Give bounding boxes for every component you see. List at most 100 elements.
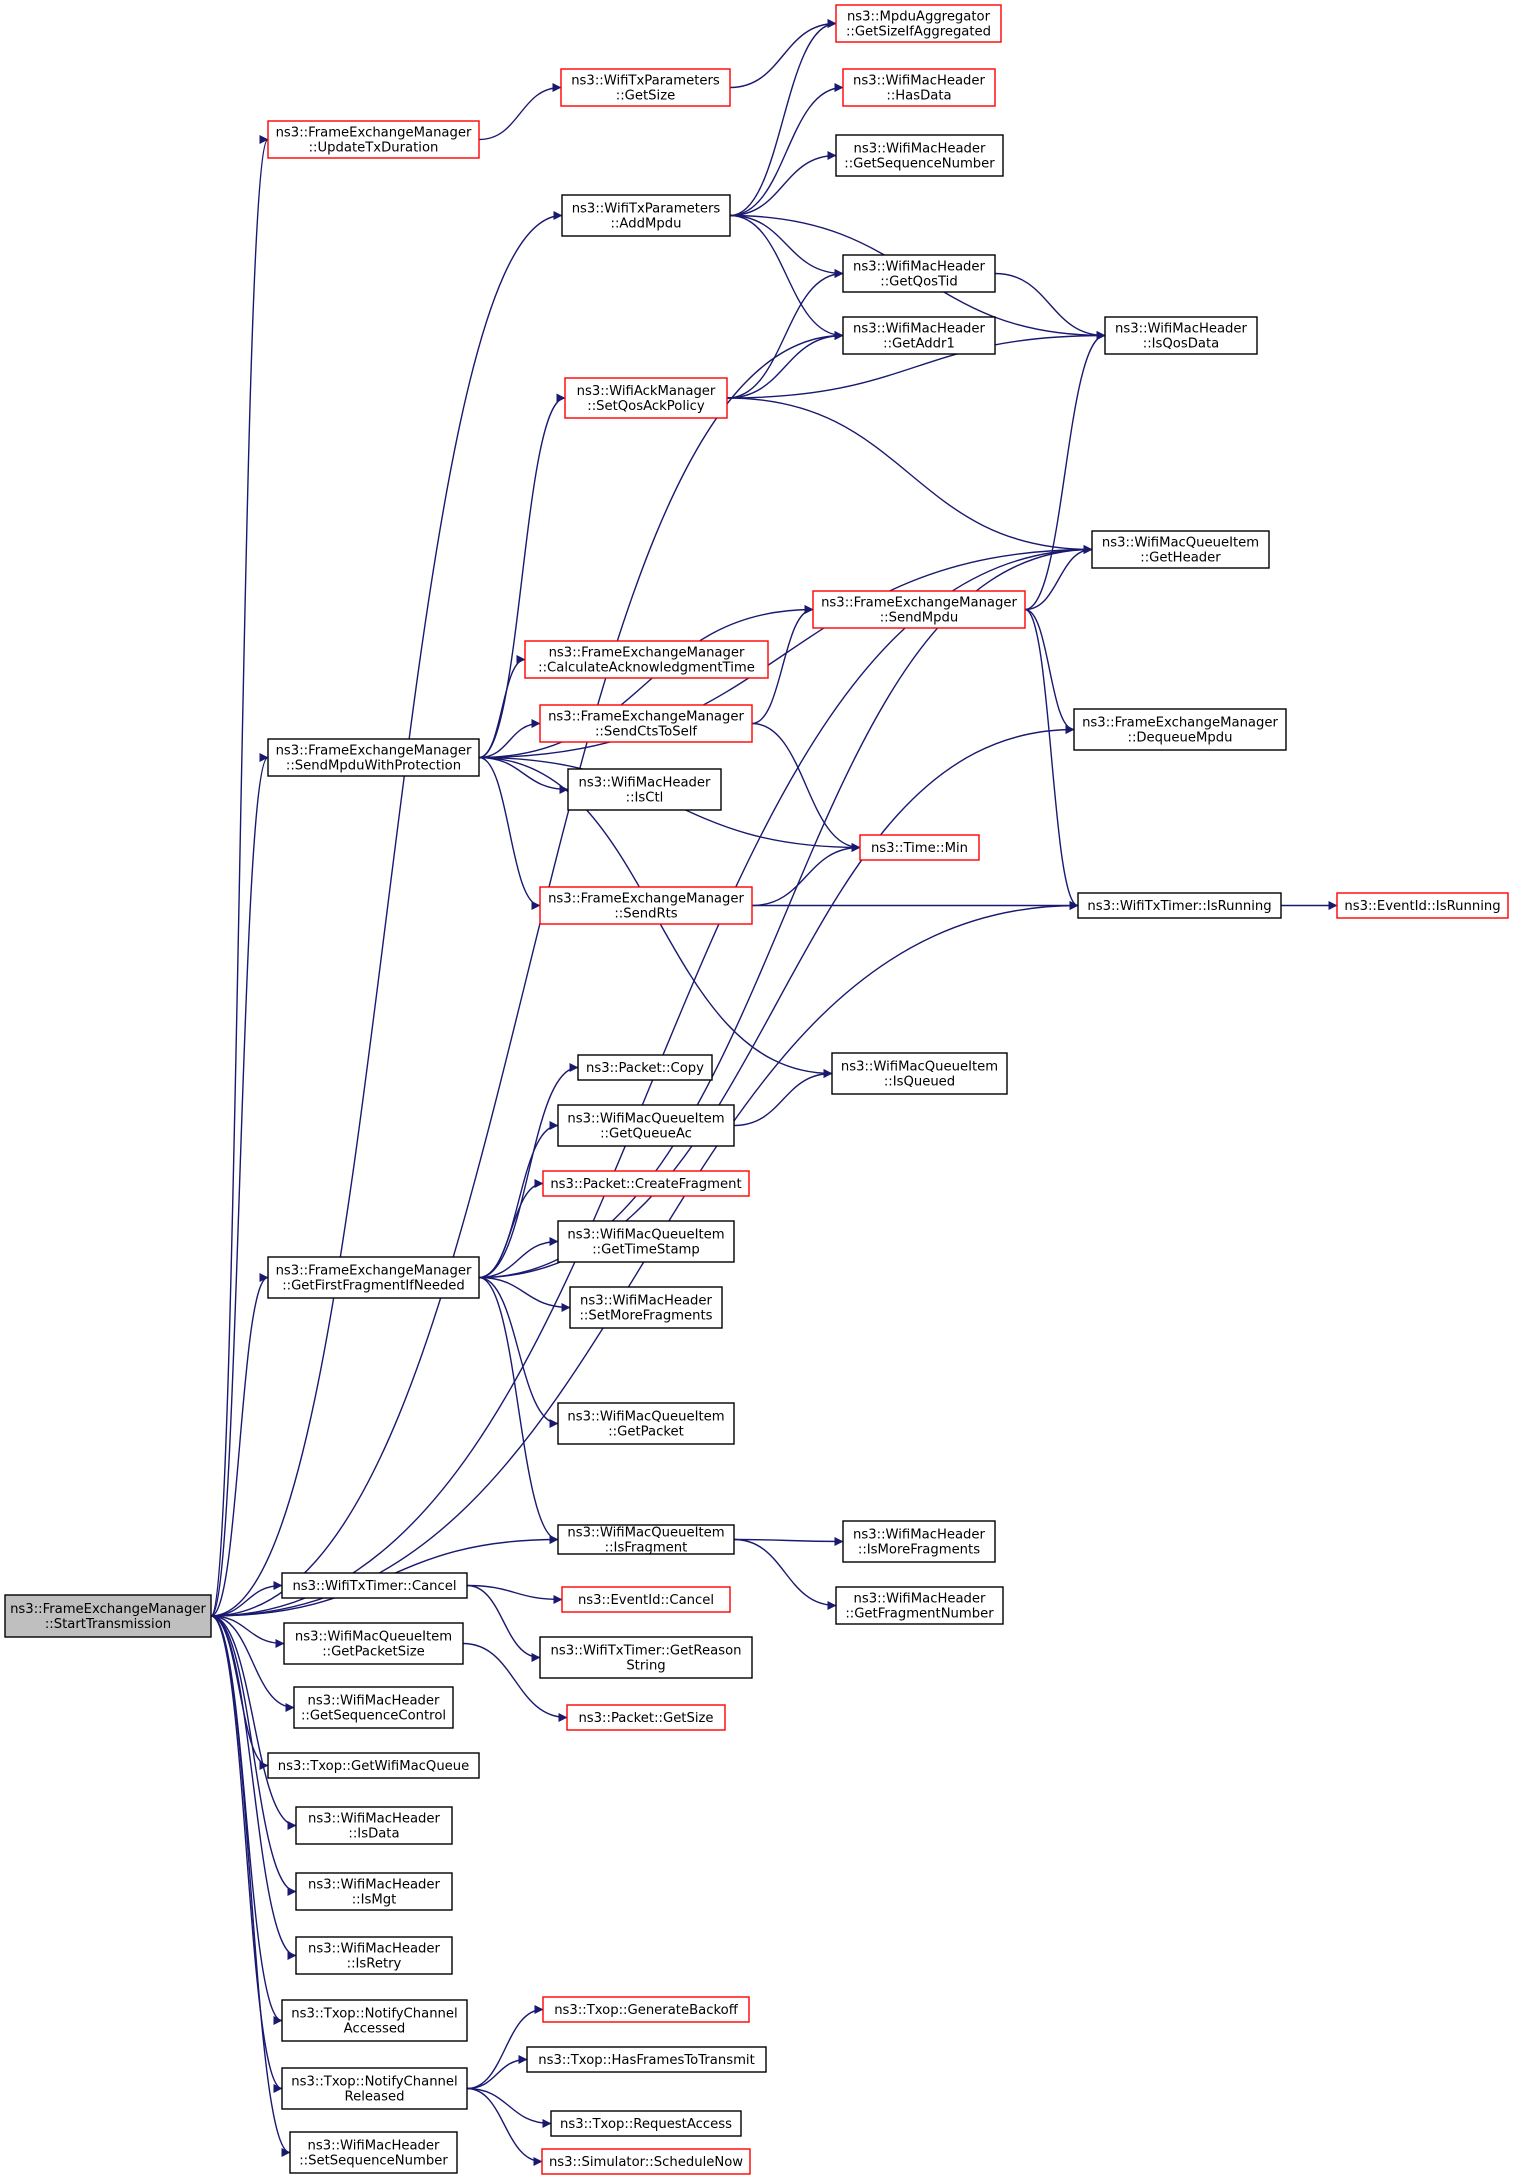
node-sendCts[interactable]: ns3::FrameExchangeManager::SendCtsToSelf xyxy=(539,704,753,743)
node-label: ns3::WifiMacHeader xyxy=(308,1942,441,1957)
node-box xyxy=(831,1052,1008,1095)
edge-sendMpdu-to-timerIsRunning xyxy=(1024,608,1079,910)
node-getPacket[interactable]: ns3::WifiMacQueueItem::GetPacket xyxy=(557,1402,735,1445)
node-label: ns3::Txop::GenerateBackoff xyxy=(554,2003,738,2018)
node-eventCancel[interactable]: ns3::EventId::Cancel xyxy=(561,1586,731,1613)
edge-sendMpdu-to-getHeader xyxy=(1024,545,1093,611)
edge-sendMpdu-to-isQosData xyxy=(1024,331,1106,611)
node-getFirstFrag[interactable]: ns3::FrameExchangeManager::GetFirstFragm… xyxy=(267,1256,480,1299)
node-isMoreFrag[interactable]: ns3::WifiMacHeader::IsMoreFragments xyxy=(842,1520,996,1563)
node-isQueued[interactable]: ns3::WifiMacQueueItem::IsQueued xyxy=(831,1052,1008,1095)
node-box xyxy=(281,1999,468,2042)
node-getTimeStamp[interactable]: ns3::WifiMacQueueItem::GetTimeStamp xyxy=(557,1220,735,1263)
node-hasData[interactable]: ns3::WifiMacHeader::HasData xyxy=(842,68,996,107)
node-setQosAck[interactable]: ns3::WifiAckManager::SetQosAckPolicy xyxy=(564,377,728,419)
node-label: ::GetQueueAc xyxy=(600,1127,692,1142)
node-isMgt[interactable]: ns3::WifiMacHeader::IsMgt xyxy=(295,1872,453,1911)
node-box xyxy=(295,1872,453,1911)
node-pktGetSize[interactable]: ns3::Packet::GetSize xyxy=(566,1704,726,1731)
edge-start-to-isMgt xyxy=(210,1615,297,1896)
node-getQosTid[interactable]: ns3::WifiMacHeader::GetQosTid xyxy=(842,254,996,293)
node-label: ::IsData xyxy=(348,1827,399,1842)
node-label: String xyxy=(626,1659,665,1674)
node-box xyxy=(842,316,996,355)
node-label: ::GetQosTid xyxy=(880,275,957,290)
node-start[interactable]: ns3::FrameExchangeManager::StartTransmis… xyxy=(4,1594,212,1638)
node-label: ns3::WifiMacQueueItem xyxy=(841,1060,998,1075)
node-dequeue[interactable]: ns3::FrameExchangeManager::DequeueMpdu xyxy=(1073,708,1287,751)
edge-sendCts-to-sendMpdu xyxy=(751,605,814,725)
node-label: ns3::WifiTxParameters xyxy=(572,202,721,217)
node-label: ::SendRts xyxy=(614,907,677,922)
node-label: ::IsMoreFragments xyxy=(858,1543,980,1558)
node-eventIsRunning[interactable]: ns3::EventId::IsRunning xyxy=(1336,892,1509,919)
node-box xyxy=(561,1586,731,1613)
node-sendWithProt[interactable]: ns3::FrameExchangeManager::SendMpduWithP… xyxy=(267,738,480,777)
node-label: ns3::WifiMacHeader xyxy=(1115,322,1248,337)
node-label: ::SendMpduWithProtection xyxy=(286,759,461,774)
node-scheduleNow[interactable]: ns3::Simulator::ScheduleNow xyxy=(541,2148,751,2175)
node-getQueueAc[interactable]: ns3::WifiMacQueueItem::GetQueueAc xyxy=(557,1104,735,1147)
node-getSeqNum[interactable]: ns3::WifiMacHeader::GetSequenceNumber xyxy=(835,134,1004,177)
node-label: ns3::Txop::GetWifiMacQueue xyxy=(278,1759,470,1774)
node-genBackoff[interactable]: ns3::Txop::GenerateBackoff xyxy=(542,1996,750,2023)
node-label: ::GetSize xyxy=(616,89,675,104)
node-updateTx[interactable]: ns3::FrameExchangeManager::UpdateTxDurat… xyxy=(267,120,480,159)
node-label: ns3::WifiMacHeader xyxy=(853,260,986,275)
node-box xyxy=(542,1996,750,2023)
node-requestAccess[interactable]: ns3::Txop::RequestAccess xyxy=(550,2110,742,2137)
node-getPktSize[interactable]: ns3::WifiMacQueueItem::GetPacketSize xyxy=(283,1622,464,1665)
node-getSeqCtrl[interactable]: ns3::WifiMacHeader::GetSequenceControl xyxy=(293,1686,454,1729)
node-hasFrames[interactable]: ns3::Txop::HasFramesToTransmit xyxy=(526,2046,767,2073)
node-isQosData[interactable]: ns3::WifiMacHeader::IsQosData xyxy=(1104,316,1258,355)
node-getWifiMacQueue[interactable]: ns3::Txop::GetWifiMacQueue xyxy=(267,1752,480,1779)
edge-getFirstFrag-to-getTimeStamp xyxy=(478,1237,559,1279)
edge-start-to-addMpdu xyxy=(210,211,563,1617)
node-getHeader[interactable]: ns3::WifiMacQueueItem::GetHeader xyxy=(1091,530,1270,569)
node-sendMpdu[interactable]: ns3::FrameExchangeManager::SendMpdu xyxy=(812,590,1026,629)
edge-timerCancel-to-eventCancel xyxy=(466,1584,563,1604)
edge-getFirstFrag-to-isFragment xyxy=(478,1276,559,1544)
edge-sendWithProt-to-sendCts xyxy=(478,719,541,759)
node-box xyxy=(1104,316,1258,355)
edge-getFirstFrag-to-pktCopy xyxy=(478,1063,579,1279)
node-mpduAgg[interactable]: ns3::MpduAggregator::GetSizeIfAggregated xyxy=(835,4,1002,43)
node-timerCancel[interactable]: ns3::WifiTxTimer::Cancel xyxy=(281,1572,468,1599)
node-createFrag[interactable]: ns3::Packet::CreateFragment xyxy=(542,1170,750,1197)
node-isFragment[interactable]: ns3::WifiMacQueueItem::IsFragment xyxy=(557,1524,735,1556)
node-addMpdu[interactable]: ns3::WifiTxParameters::AddMpdu xyxy=(561,194,731,237)
node-getFragNum[interactable]: ns3::WifiMacHeader::GetFragmentNumber xyxy=(835,1586,1004,1625)
node-label: Released xyxy=(345,2090,405,2105)
node-label: ::GetTimeStamp xyxy=(592,1243,700,1258)
node-calcAck[interactable]: ns3::FrameExchangeManager::CalculateAckn… xyxy=(524,640,769,679)
edge-start-to-getPktSize xyxy=(210,1615,285,1648)
node-isData[interactable]: ns3::WifiMacHeader::IsData xyxy=(295,1806,453,1845)
node-box xyxy=(289,2131,458,2174)
node-box xyxy=(267,120,480,159)
node-box xyxy=(564,377,728,419)
edge-notifyReleased-to-genBackoff xyxy=(466,2005,544,2090)
node-pktCopy[interactable]: ns3::Packet::Copy xyxy=(577,1054,713,1081)
edge-addMpdu-to-hasData xyxy=(729,83,844,217)
node-label: ns3::FrameExchangeManager xyxy=(821,596,1017,611)
node-setSeqNum[interactable]: ns3::WifiMacHeader::SetSequenceNumber xyxy=(289,2131,458,2174)
node-setMoreFrag[interactable]: ns3::WifiMacHeader::SetMoreFragments xyxy=(569,1286,723,1329)
node-txpGetSize[interactable]: ns3::WifiTxParameters::GetSize xyxy=(560,68,731,107)
edge-getFirstFrag-to-setMoreFrag xyxy=(478,1276,571,1312)
node-getAddr1[interactable]: ns3::WifiMacHeader::GetAddr1 xyxy=(842,316,996,355)
node-label: ns3::WifiMacHeader xyxy=(308,2139,441,2154)
node-timerIsRunning[interactable]: ns3::WifiTxTimer::IsRunning xyxy=(1077,892,1282,919)
node-label: ns3::Txop::NotifyChannel xyxy=(291,2007,457,2022)
node-timeMin[interactable]: ns3::Time::Min xyxy=(859,834,980,861)
edge-getPktSize-to-pktGetSize xyxy=(462,1642,568,1722)
edge-notifyReleased-to-requestAccess xyxy=(466,2087,552,2128)
node-isRetry[interactable]: ns3::WifiMacHeader::IsRetry xyxy=(295,1936,453,1975)
node-sendRts[interactable]: ns3::FrameExchangeManager::SendRts xyxy=(539,886,753,925)
node-box xyxy=(295,1936,453,1975)
edge-addMpdu-to-getSeqNum xyxy=(729,151,837,217)
node-isCtl[interactable]: ns3::WifiMacHeader::IsCtl xyxy=(567,768,722,811)
edge-addMpdu-to-mpduAgg xyxy=(729,19,837,217)
